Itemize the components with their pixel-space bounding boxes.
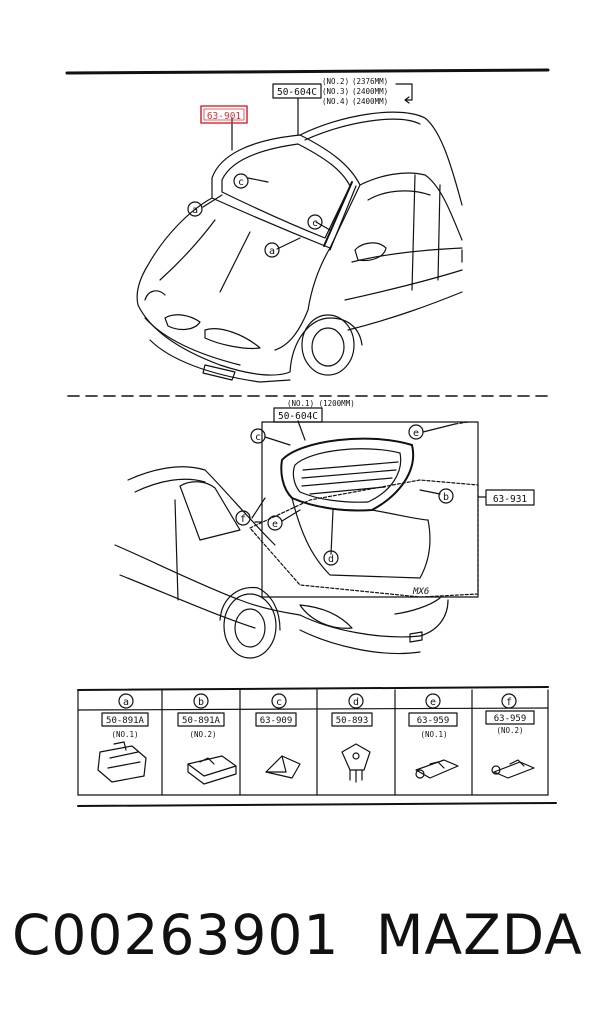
part-63-931-label: 63-931: [493, 494, 528, 505]
clip-a-icon: [97, 741, 147, 783]
variant-bracket: [395, 83, 413, 101]
col-b-letter: b: [198, 697, 204, 708]
clip-e-icon: [415, 759, 459, 779]
col-e-part[interactable]: 63-959: [417, 716, 450, 726]
col-c-letter: c: [276, 697, 282, 708]
col-c-part[interactable]: 63-909: [260, 716, 293, 726]
windshield-outline: [211, 134, 361, 249]
callout-b-rear: b: [443, 492, 449, 503]
part-63-901-highlight[interactable]: [200, 105, 248, 124]
callout-c-front-2: c: [312, 218, 318, 229]
variant-no3: (NO.3): [322, 87, 349, 96]
col-b-part[interactable]: 50-891A: [182, 716, 221, 726]
clip-b-icon: [187, 755, 237, 785]
variant-no4-len: (2400MM): [352, 97, 388, 106]
callout-a-front-2: a: [269, 246, 275, 257]
part-50-604c-front-box[interactable]: [272, 83, 322, 99]
col-e-letter: e: [430, 697, 436, 708]
rear-car-drawing: [114, 421, 479, 659]
col-a-sub: (NO.1): [111, 730, 138, 739]
callout-d-rear: d: [328, 554, 334, 565]
rear-molding-variant: (NO.1) (1200MM): [287, 399, 355, 408]
clip-f-icon: [491, 759, 535, 779]
callout-e-rear-2: e: [272, 519, 278, 530]
col-f-part[interactable]: 63-959: [494, 714, 527, 724]
callout-c-rear: c: [255, 432, 261, 443]
clip-c-icon: [265, 755, 301, 779]
footer: C00263901 MAZDA: [0, 895, 600, 985]
col-f-letter: f: [506, 697, 512, 708]
col-d-letter: d: [353, 697, 359, 708]
bottom-rule: [77, 802, 557, 807]
callout-e-rear-1: e: [413, 428, 419, 439]
part-63-931-box[interactable]: [485, 489, 535, 506]
variant-no4: (NO.4): [322, 97, 349, 106]
callout-circles: [118, 173, 517, 709]
part-number: C00263901: [12, 903, 340, 967]
col-d-part[interactable]: 50-893: [336, 716, 369, 726]
callout-a-front-1: a: [192, 205, 198, 216]
part-50-604c-rear-label: 50-604C: [278, 411, 318, 422]
col-a-part[interactable]: 50-891A: [106, 716, 145, 726]
col-a-letter: a: [123, 697, 129, 708]
variant-no3-len: (2400MM): [352, 87, 388, 96]
variant-no2: (NO.2): [322, 77, 349, 86]
clip-d-icon: [341, 743, 371, 783]
callout-c-front-1: c: [238, 177, 244, 188]
parts-table: [77, 686, 557, 807]
callout-f-rear: f: [240, 514, 246, 525]
brand-name: MAZDA: [376, 903, 583, 967]
part-50-604c-rear-box[interactable]: [273, 407, 323, 423]
rear-badge: MX6: [412, 587, 429, 597]
part-63-901-label: 63-901: [207, 111, 242, 122]
col-b-sub: (NO.2): [189, 730, 216, 739]
leader-50-604c-rear: [297, 420, 306, 441]
variant-no2-len: (2376MM): [352, 77, 388, 86]
col-e-sub: (NO.1): [420, 730, 447, 739]
col-f-sub: (NO.2): [496, 726, 523, 735]
front-car-drawing: [136, 111, 463, 383]
rear-glass-outline: [280, 437, 415, 512]
part-50-604c-front-label: 50-604C: [277, 87, 317, 98]
top-rule: [65, 68, 550, 75]
